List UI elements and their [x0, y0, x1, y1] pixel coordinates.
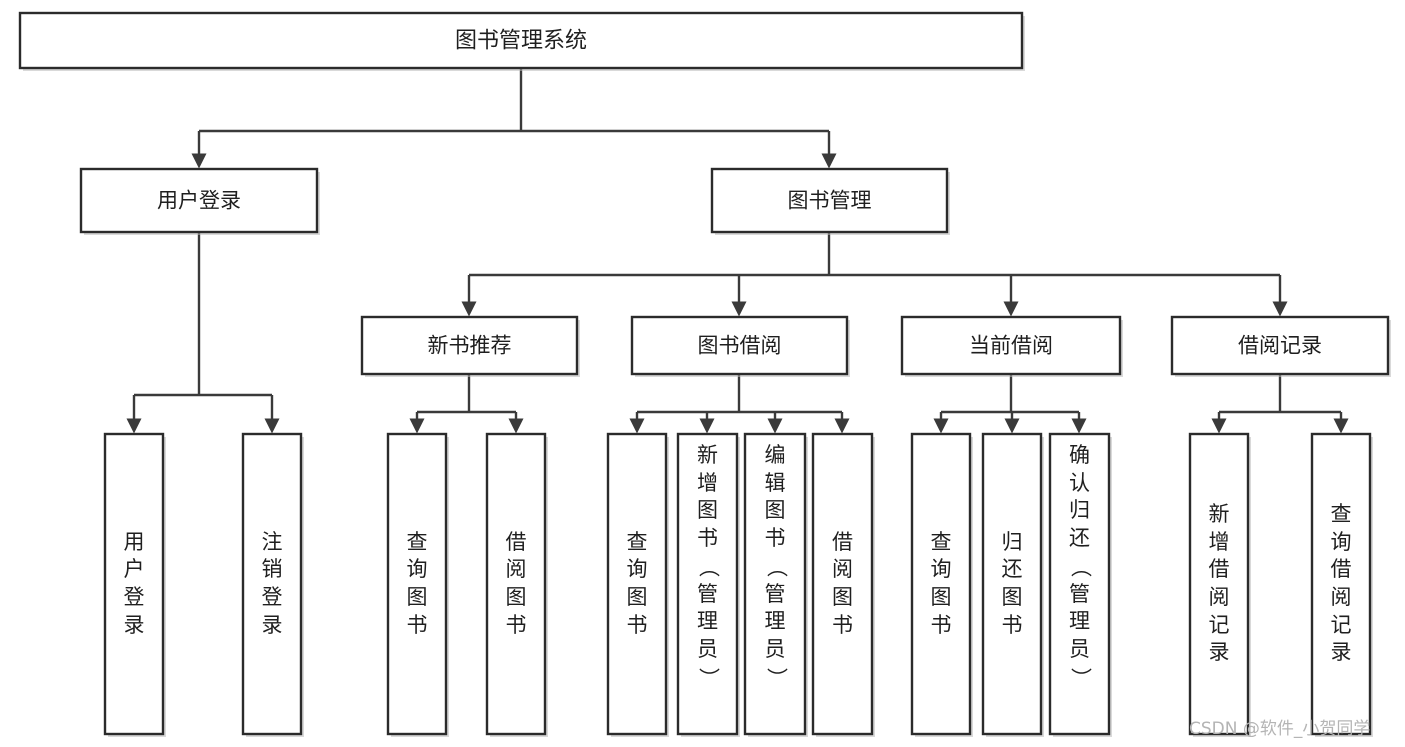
- node-leaf-borrow-book: [811, 432, 874, 736]
- node-leaf-add-record: [1188, 432, 1250, 736]
- node-label: 当前借阅: [969, 334, 1053, 358]
- arrow-head-icon: [508, 418, 524, 434]
- arrow-head-icon: [461, 301, 477, 317]
- node-leaf-borrow-book-rec: [485, 432, 547, 736]
- arrow-head-icon: [767, 418, 783, 434]
- node-box-layer: [18, 11, 1391, 737]
- node-current-borrow: [900, 315, 1122, 376]
- node-leaf-query-book-cur: [910, 432, 972, 736]
- node-root: [18, 11, 1024, 70]
- arrow-head-icon: [1004, 418, 1020, 434]
- arrow-head-icon: [629, 418, 645, 434]
- node-user-login: [79, 167, 319, 234]
- node-book-manage: [710, 167, 949, 234]
- node-label: 新书推荐: [428, 334, 512, 358]
- node-label: 图书借阅: [698, 334, 782, 358]
- arrow-head-icon: [191, 153, 207, 169]
- node-leaf-confirm-return: [1048, 432, 1111, 736]
- connector-layer: [126, 68, 1349, 434]
- node-label: 图书管理系统: [455, 29, 587, 54]
- arrow-head-icon: [126, 418, 142, 434]
- connector-bus-borrow-record: [1217, 374, 1343, 421]
- arrow-head-icon: [699, 418, 715, 434]
- node-leaf-user-login: [103, 432, 165, 736]
- connector-root-to-level1: [197, 68, 831, 156]
- node-label: 用户登录: [157, 189, 241, 213]
- arrow-head-icon: [1211, 418, 1227, 434]
- node-leaf-query-book-rec: [386, 432, 448, 736]
- connector-bus-book-borrow: [635, 374, 844, 421]
- connector-bus-current-borrow: [939, 374, 1081, 421]
- arrow-head-icon: [1003, 301, 1019, 317]
- arrow-head-icon: [409, 418, 425, 434]
- node-book-borrow: [630, 315, 849, 376]
- arrow-head-icon: [834, 418, 850, 434]
- arrow-head-icon: [821, 153, 837, 169]
- connector-bus-new-book-recommend: [415, 374, 518, 421]
- node-leaf-user-logout: [241, 432, 303, 736]
- node-label: 图书管理: [788, 189, 872, 213]
- node-leaf-query-book-borrow: [606, 432, 668, 736]
- node-leaf-edit-book: [743, 432, 807, 736]
- node-new-book-recommend: [360, 315, 579, 376]
- node-leaf-return-book: [981, 432, 1043, 736]
- node-leaf-add-book: [676, 432, 739, 736]
- node-label: 借阅记录: [1238, 334, 1322, 358]
- arrow-head-icon: [1272, 301, 1288, 317]
- arrow-head-icon: [933, 418, 949, 434]
- connector-userlogin-to-leaves: [132, 232, 274, 421]
- arrow-head-icon: [264, 418, 280, 434]
- arrow-head-icon: [1333, 418, 1349, 434]
- node-borrow-record: [1170, 315, 1390, 376]
- node-leaf-query-record: [1310, 432, 1372, 736]
- arrow-head-icon: [731, 301, 747, 317]
- connector-bookmanage-to-level2: [467, 232, 1282, 304]
- arrow-head-icon: [1071, 418, 1087, 434]
